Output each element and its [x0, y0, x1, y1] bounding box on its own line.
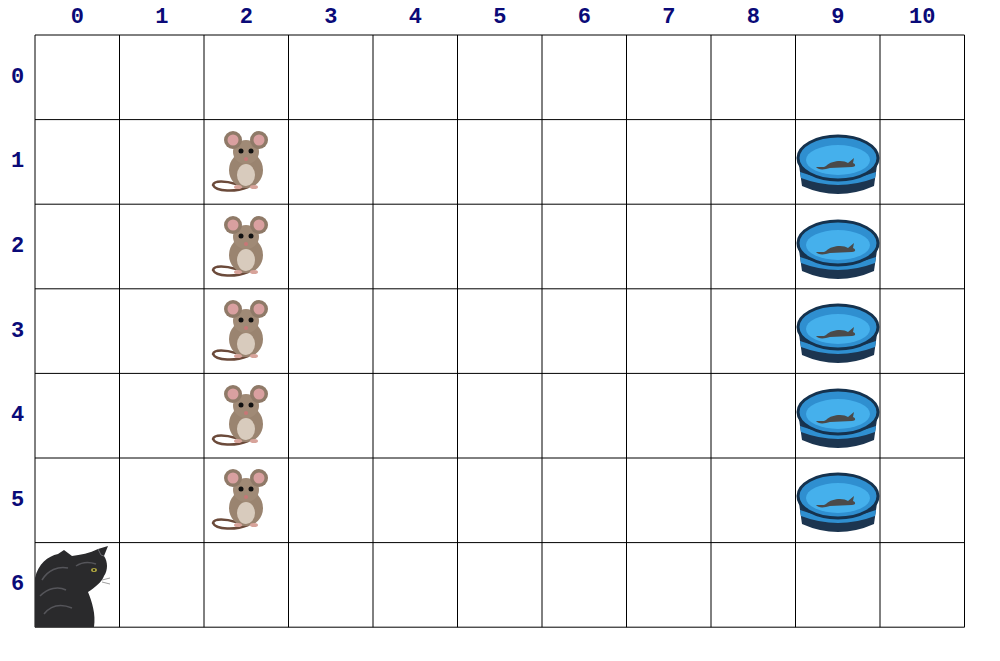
column-number: 0 [35, 2, 120, 32]
mouse-icon [213, 300, 268, 360]
column-number: 10 [880, 2, 965, 32]
row-number: 6 [0, 543, 35, 628]
row-number: 2 [0, 204, 35, 289]
mouse-icon [213, 385, 268, 445]
mouse-icon [213, 131, 268, 191]
cat-icon [35, 546, 110, 627]
column-number: 5 [458, 2, 543, 32]
row-number: 1 [0, 120, 35, 205]
column-number: 7 [627, 2, 712, 32]
bowl-icon [798, 305, 878, 363]
row-number: 3 [0, 289, 35, 374]
mouse-icon [213, 469, 268, 529]
row-number: 0 [0, 35, 35, 120]
column-number: 2 [204, 2, 289, 32]
bowl-icon [798, 221, 878, 279]
column-number: 4 [373, 2, 458, 32]
bowl-icon [798, 136, 878, 194]
bowl-icon [798, 390, 878, 448]
grid-lines [35, 35, 965, 627]
column-number: 3 [289, 2, 374, 32]
column-number: 1 [120, 2, 205, 32]
column-number: 9 [796, 2, 881, 32]
bowl-icon [798, 474, 878, 532]
row-number: 5 [0, 458, 35, 543]
column-number: 6 [542, 2, 627, 32]
mouse-icon [213, 216, 268, 276]
row-number: 4 [0, 373, 35, 458]
column-number: 8 [711, 2, 796, 32]
